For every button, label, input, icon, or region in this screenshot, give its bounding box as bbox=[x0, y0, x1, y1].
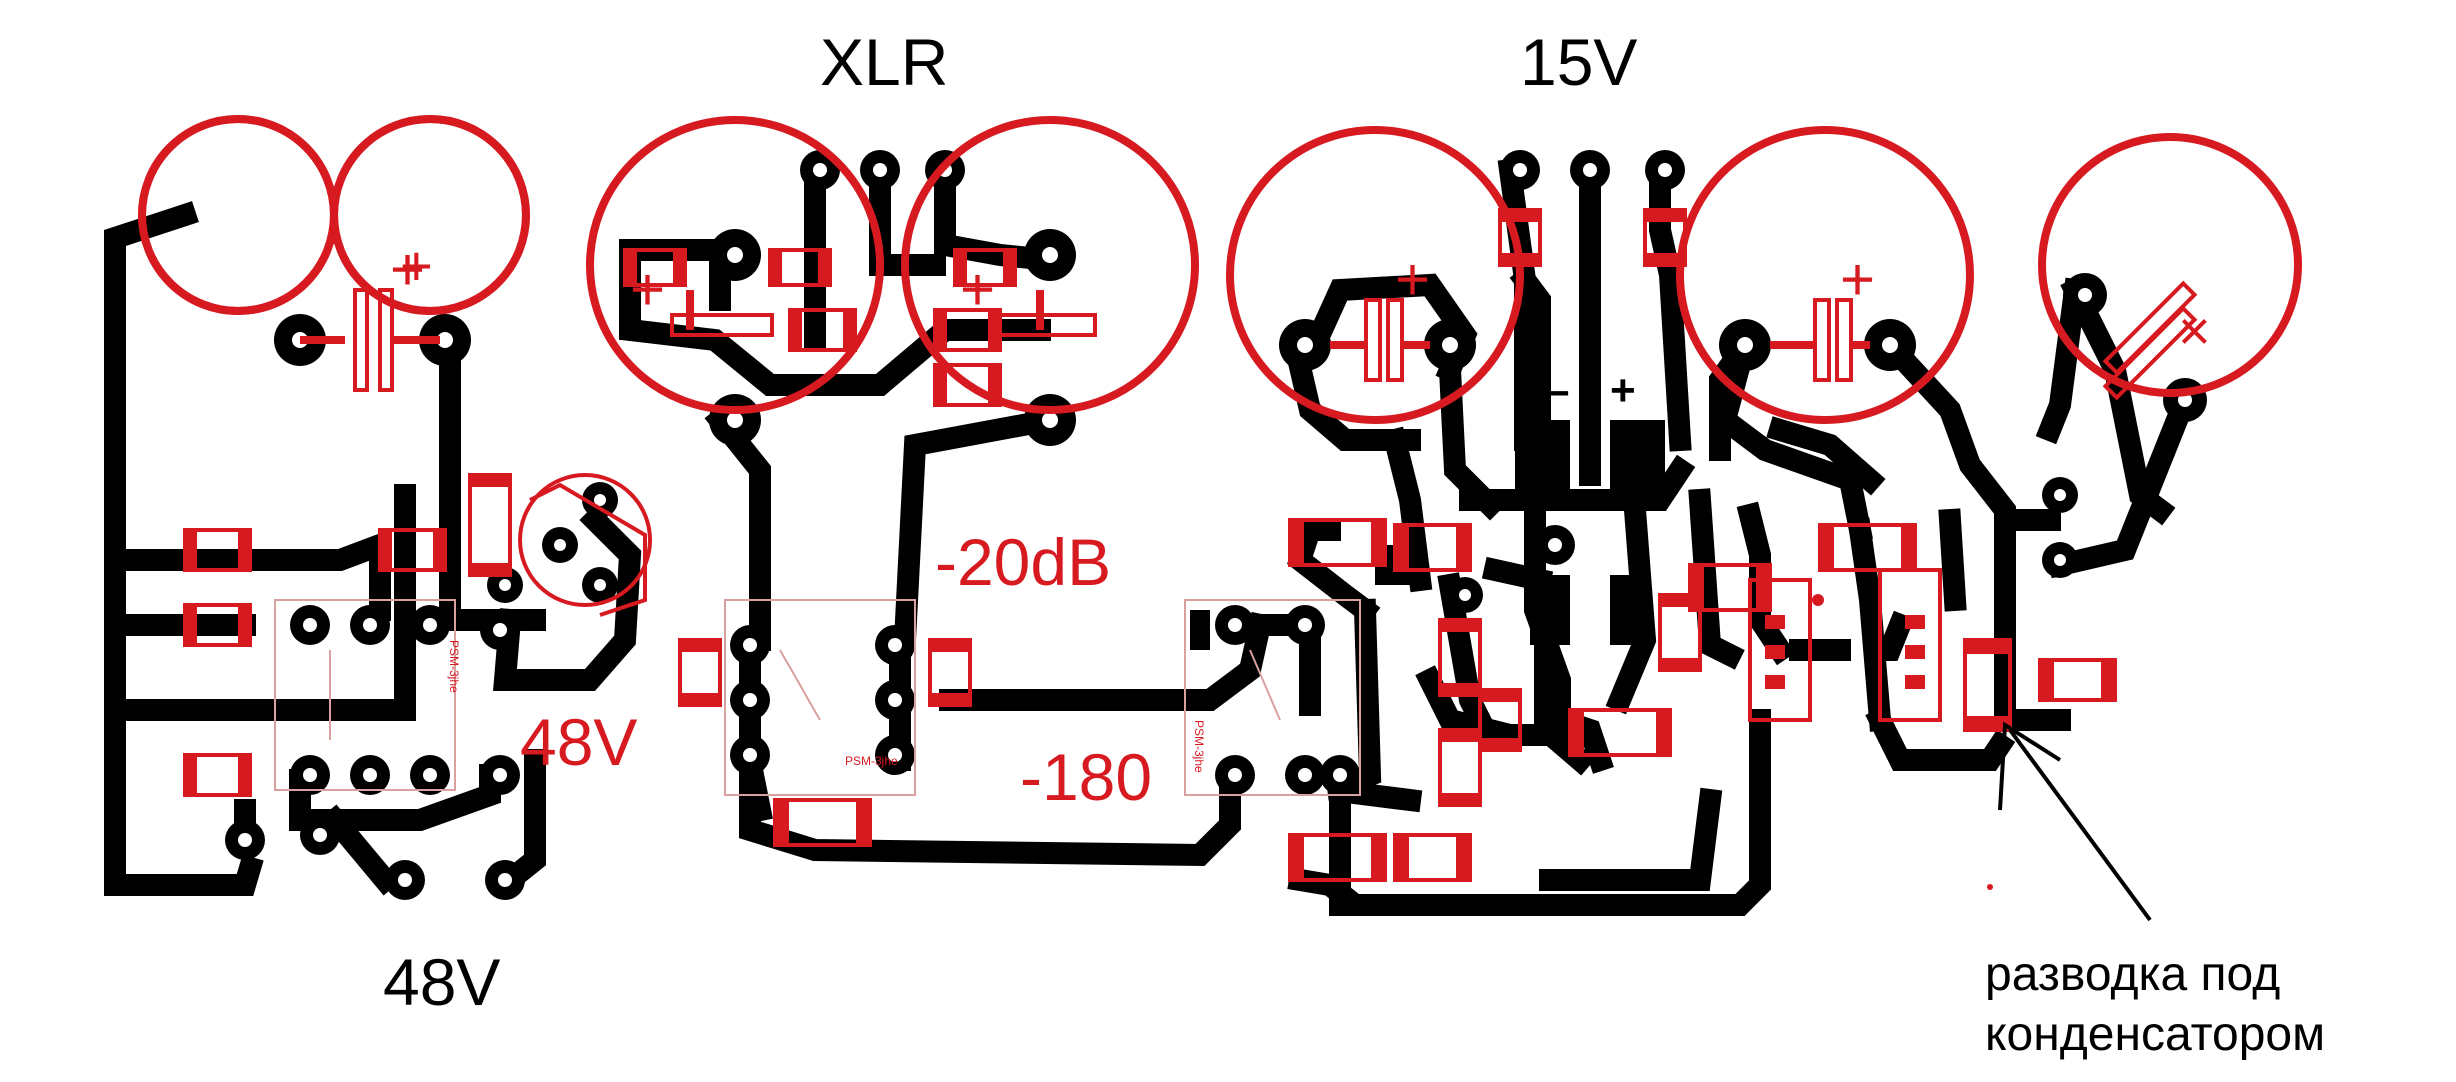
label-48v-bottom: 48V bbox=[383, 945, 500, 1019]
switch-marking-right: PSM-3jhe bbox=[1192, 720, 1206, 773]
svg-text:+: + bbox=[630, 256, 665, 323]
polarity-minus: – bbox=[1545, 366, 1569, 415]
silkscreen-resistors bbox=[183, 208, 2117, 882]
switch-marking-left: PSM-3jhe bbox=[447, 640, 461, 693]
label-minus-20db: -20dB bbox=[935, 525, 1111, 599]
label-48v-mid: 48V bbox=[520, 705, 637, 779]
svg-text:+: + bbox=[390, 236, 425, 303]
silkscreen-component-bodies: + bbox=[138, 115, 530, 392]
svg-text:+: + bbox=[400, 234, 433, 297]
annotation-arrow bbox=[1998, 721, 2152, 922]
label-15v: 15V bbox=[1520, 25, 1637, 99]
silkscreen-switch-outlines bbox=[274, 599, 1361, 796]
silkscreen-plus-marks: + + + + + × bbox=[390, 236, 2211, 362]
svg-text:×: × bbox=[2178, 299, 2211, 362]
svg-text:+: + bbox=[1395, 246, 1430, 313]
silkscreen-film-capacitors bbox=[670, 280, 2198, 401]
silkscreen-ic-outlines bbox=[1748, 568, 1942, 722]
svg-text:+: + bbox=[960, 256, 995, 323]
copper-traces bbox=[104, 157, 2200, 916]
silkscreen-potentiometer bbox=[518, 473, 652, 617]
silkscreen-capacitor-outlines bbox=[138, 115, 2302, 424]
note-line-2: конденсатором bbox=[1985, 1008, 2325, 1061]
marker-dot bbox=[1987, 884, 1993, 890]
note-line-1: разводка под bbox=[1985, 948, 2280, 1001]
polarity-plus: + bbox=[1610, 366, 1636, 415]
switch-marking-mid: PSM-3jhe bbox=[845, 754, 898, 768]
label-xlr: XLR bbox=[820, 25, 948, 99]
smd-pads bbox=[1190, 420, 1665, 650]
svg-text:+: + bbox=[1840, 246, 1875, 313]
label-minus-180: -180 bbox=[1020, 740, 1152, 814]
